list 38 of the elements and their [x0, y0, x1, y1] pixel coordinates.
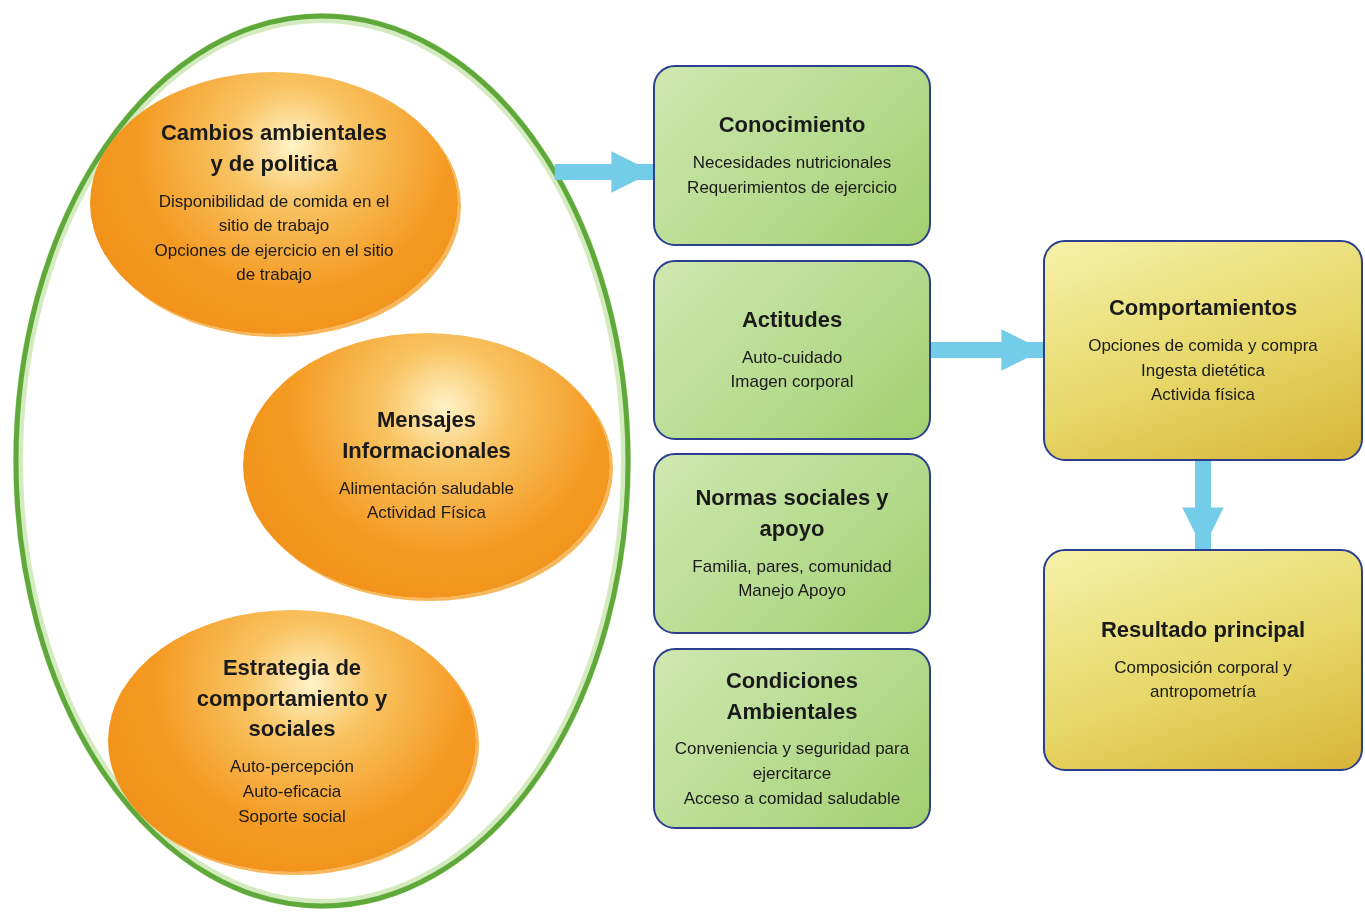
heading: Estrategia de comportamiento y sociales — [195, 653, 389, 744]
heading: Mensajes Informacionales — [341, 406, 512, 465]
description: Opciones de comida y compra — [1088, 334, 1318, 357]
block-arrow — [554, 151, 653, 193]
group-ellipse — [12, 12, 632, 910]
block-arrow — [1182, 461, 1224, 549]
description: Auto-percepción — [230, 756, 354, 779]
description: Alimentación saludable — [339, 477, 514, 500]
factor-box — [653, 648, 931, 829]
description: Imagen corporal — [730, 371, 854, 394]
factor-box — [653, 453, 931, 634]
factor-box — [1043, 549, 1363, 771]
heading: Actitudes — [741, 305, 843, 334]
heading: Condiciones Ambientales — [725, 666, 859, 726]
description: Opciones de ejercicio en el sitio de trabajo — [154, 239, 394, 287]
factor-box — [653, 65, 931, 246]
description: Conveniencia y seguridad para ejercitarce — [673, 738, 911, 785]
heading: Conocimiento — [718, 111, 866, 140]
description: Necesidades nutricionales — [692, 152, 892, 175]
heading: Resultado principal — [1100, 615, 1306, 644]
block-arrow — [931, 329, 1043, 371]
heading: Normas sociales y apoyo — [694, 484, 890, 543]
factor-box — [1043, 240, 1363, 461]
description: Soporte social — [238, 805, 346, 828]
description: Activida física — [1151, 384, 1255, 407]
description: Actividad Física — [366, 502, 486, 525]
description: Auto-cuidado — [741, 346, 843, 369]
description: Disponibilidad de comida en el sitio de trabajo — [157, 190, 391, 238]
heading: Cambios ambientales y de politica — [159, 118, 389, 178]
factor-box — [653, 260, 931, 440]
heading: Comportamientos — [1108, 294, 1298, 323]
description: Composición corporal y antropometría — [1113, 656, 1293, 704]
description: Requerimientos de ejercicio — [687, 176, 897, 199]
description: Acceso a comidad saludable — [683, 787, 901, 810]
description: Auto-eficacia — [242, 780, 342, 803]
description: Familia, pares, comunidad — [692, 555, 892, 578]
description: Manejo Apoyo — [738, 580, 846, 603]
description: Ingesta dietética — [1141, 359, 1265, 382]
